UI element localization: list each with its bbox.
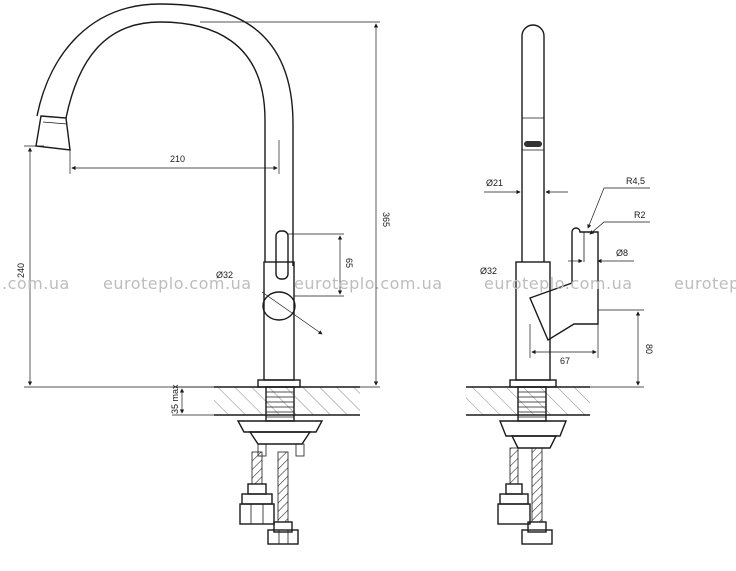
side-body [498,227,599,449]
dim-mount-depth: 35 max [170,384,180,414]
side-view: Ø21 R4,5 R2 Ø8 Ø32 67 80 [466,24,654,545]
dim-body-diameter: Ø32 [216,270,233,280]
dim-spout-height: 240 [16,263,26,278]
side-countertop [466,386,590,416]
watermark-3: euroteplo.com.ua [484,274,633,293]
dim-side-body-diameter: Ø32 [480,266,497,276]
watermark-strip: .com.ua euroteplo.com.ua euroteplo.com.u… [2,274,736,293]
side-dimensions: Ø21 R4,5 R2 Ø8 Ø32 67 80 [480,176,654,388]
side-spout [521,24,545,262]
front-countertop [214,386,360,416]
dim-spout-reach: 210 [170,154,185,164]
watermark-partial-left: .com.ua [2,274,70,293]
front-handle [275,230,289,280]
dim-handle-diameter: Ø8 [616,248,628,258]
dim-handle-depth: 67 [560,356,570,366]
dim-radius-large: R4,5 [626,176,645,186]
watermark-2: euroteplo.com.ua [294,274,443,293]
dim-spout-diameter: Ø21 [486,178,503,188]
dim-radius-small: R2 [634,210,646,220]
front-hoses [239,451,299,545]
watermark-1: euroteplo.com.ua [103,274,252,293]
dim-handle-offset: 65 [344,258,354,268]
dim-total-height: 365 [381,212,391,227]
watermark-partial-right: eurotep [674,274,736,293]
side-hoses [497,447,553,545]
front-body [236,261,324,457]
dim-handle-height: 80 [644,344,654,354]
front-dimensions: 210 365 240 65 Ø32 35 max [16,21,391,416]
front-view: 210 365 240 65 Ø32 35 max [16,3,391,545]
front-spout [35,3,294,266]
